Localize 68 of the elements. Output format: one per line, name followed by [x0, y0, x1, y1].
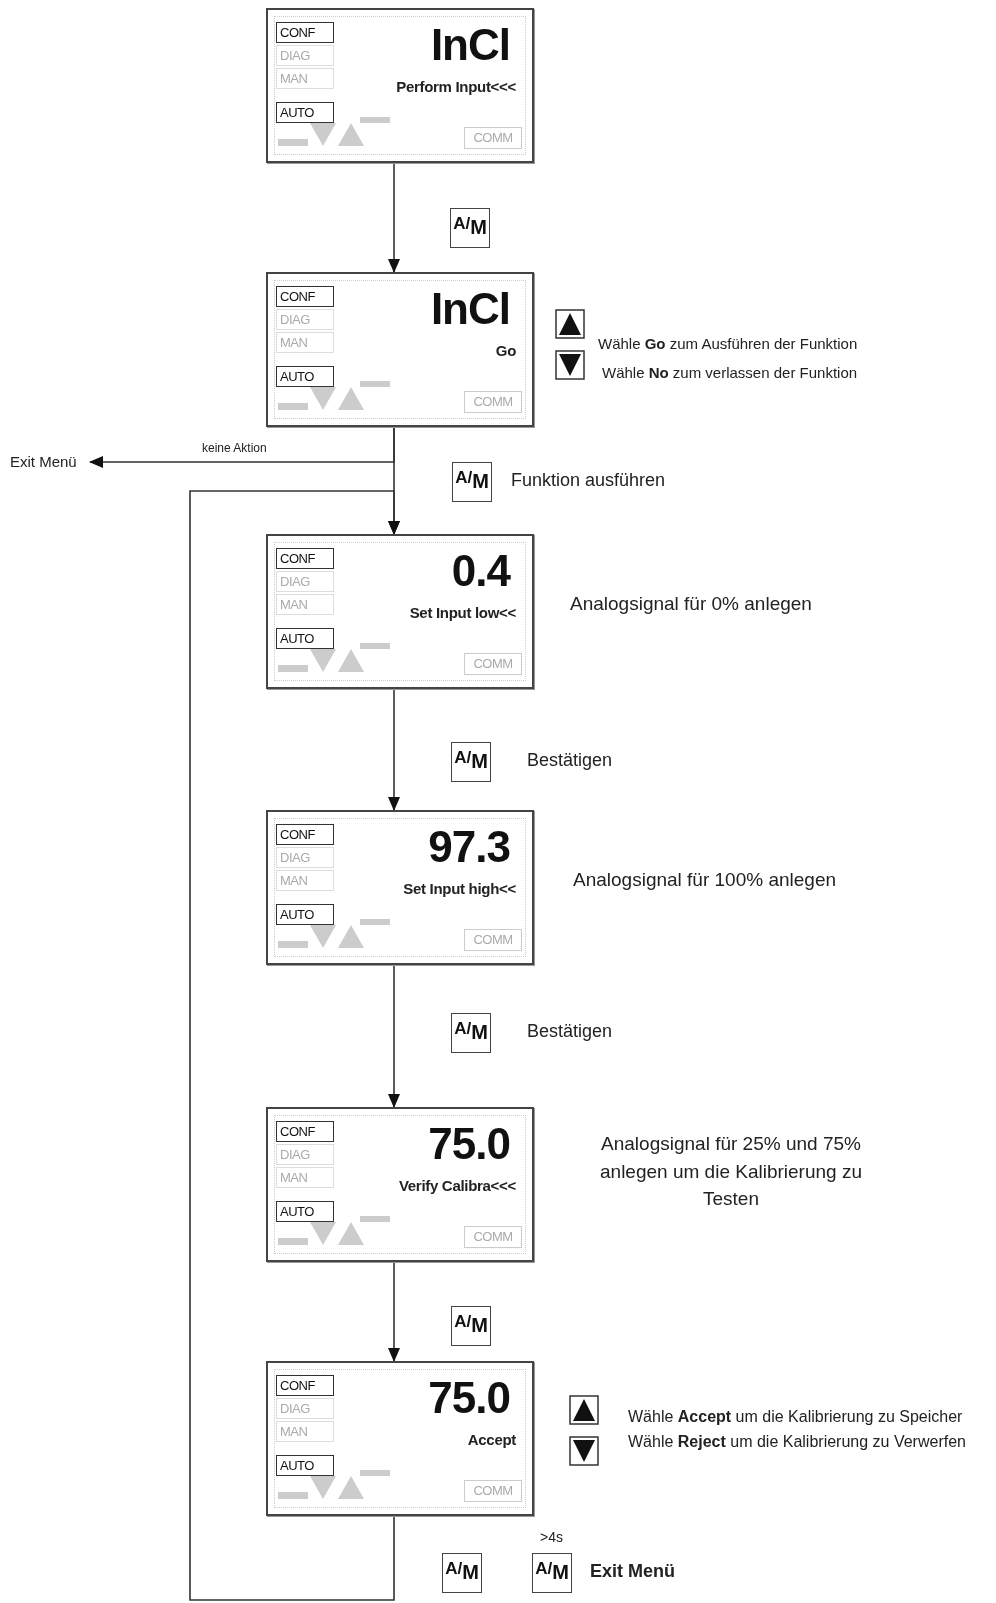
display-message: Accept	[467, 1431, 516, 1448]
comm-label: COMM	[464, 127, 522, 149]
exit-text: Exit Menü	[10, 450, 90, 474]
mode-label: CONF	[276, 1375, 334, 1396]
mode-label: CONF	[276, 1121, 334, 1142]
mode-label: CONF	[276, 548, 334, 569]
display-message: Perform Input<<<	[396, 78, 516, 95]
comm-label: COMM	[464, 929, 522, 951]
comm-label: COMM	[464, 1226, 522, 1248]
mode-label: DIAG	[276, 571, 334, 592]
display-screen	[266, 272, 534, 427]
note-text: Analogsignal für 100% anlegen	[573, 868, 837, 892]
arrow	[89, 426, 395, 468]
display-value: 0.4	[451, 546, 510, 596]
arrow	[388, 162, 400, 273]
display-screen	[266, 1107, 534, 1262]
comm-label: COMM	[464, 1480, 522, 1502]
note-text: Analogsignal für 25% und 75% anlegen um die Kalibrierung zu Testen	[599, 1132, 863, 1212]
key-caption: Bestätigen	[527, 750, 613, 771]
edge-label: keine Aktion	[200, 441, 269, 455]
mode-label: CONF	[276, 286, 334, 307]
mode-label: DIAG	[276, 1398, 334, 1419]
mode-label: DIAG	[276, 45, 334, 66]
mode-label: AUTO	[276, 904, 334, 925]
mode-label: DIAG	[276, 309, 334, 330]
arrow	[388, 964, 400, 1108]
comm-label: COMM	[464, 391, 522, 413]
display-message: Go	[495, 342, 516, 359]
mode-label: MAN	[276, 332, 334, 353]
comm-label: COMM	[464, 653, 522, 675]
display-message: Set Input low<<	[409, 604, 516, 621]
mode-label: AUTO	[276, 366, 334, 387]
key-caption: Exit Menü	[590, 1561, 675, 1582]
mode-label: MAN	[276, 1421, 334, 1442]
display-value: InCl	[430, 20, 510, 70]
note-text: Analogsignal für 0% anlegen	[570, 592, 812, 616]
key-caption: Bestätigen	[527, 1021, 613, 1042]
mode-label: DIAG	[276, 847, 334, 868]
display-screen	[266, 8, 534, 163]
display-value: 97.3	[428, 822, 510, 872]
mode-label: MAN	[276, 68, 334, 89]
arrow	[388, 688, 400, 811]
key-caption: >4s	[540, 1529, 563, 1545]
mode-label: AUTO	[276, 628, 334, 649]
mode-label: CONF	[276, 824, 334, 845]
display-screen	[266, 534, 534, 689]
display-message: Verify Calibra<<<	[398, 1177, 516, 1194]
mode-label: MAN	[276, 1167, 334, 1188]
key-caption: Funktion ausführen	[511, 470, 666, 491]
mode-label: AUTO	[276, 1455, 334, 1476]
note-text: Wähle Reject um die Kalibrierung zu Verwerfen	[628, 1432, 966, 1452]
mode-label: MAN	[276, 594, 334, 615]
arrow	[189, 490, 400, 1601]
mode-label: AUTO	[276, 1201, 334, 1222]
arrow	[388, 1261, 400, 1362]
mode-label: DIAG	[276, 1144, 334, 1165]
display-value: 75.0	[428, 1119, 510, 1169]
note-text: Wähle Go zum Ausführen der Funktion	[598, 334, 858, 354]
display-message: Set Input high<<	[403, 880, 516, 897]
note-text: Wähle No zum verlassen der Funktion	[602, 363, 858, 383]
display-screen	[266, 1361, 534, 1516]
display-value: 75.0	[428, 1373, 510, 1423]
mode-label: MAN	[276, 870, 334, 891]
mode-label: CONF	[276, 22, 334, 43]
note-text: Wähle Accept um die Kalibrierung zu Speicher	[628, 1407, 963, 1427]
display-screen	[266, 810, 534, 965]
display-value: InCl	[430, 284, 510, 334]
mode-label: AUTO	[276, 102, 334, 123]
